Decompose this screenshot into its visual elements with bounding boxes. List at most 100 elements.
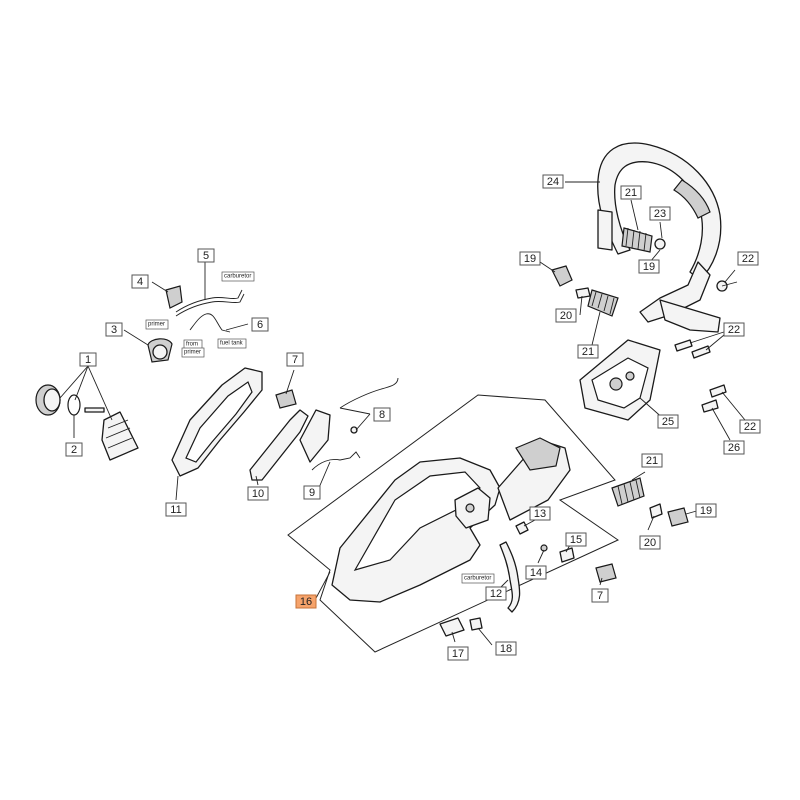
fuel-hoses-part [151,262,249,333]
tag-from-label: from [186,342,198,348]
antivibration-set-lower [611,471,701,531]
callout-22c-label: 22 [744,421,756,433]
callout-1-label: 1 [85,354,91,366]
callout-21a-label: 21 [625,187,637,199]
callout-22c: 22 [739,419,761,434]
callout-7b-label: 7 [597,590,603,602]
callout-2: 2 [65,442,83,457]
callout-16-label: 16 [300,596,312,608]
callout-24-label: 24 [547,176,559,188]
callout-12-label: 12 [490,588,502,600]
antivibration-set-left [539,261,619,346]
callout-16-highlight [295,594,317,609]
tag-fuel-tank-label: fuel tank [220,341,244,347]
callout-5-label: 5 [203,250,209,262]
tag-carburetor-hose-label: carburetor [464,576,491,582]
callout-8: 8 [373,407,391,422]
lever-set-part [299,377,399,463]
callout-9: 9 [303,485,321,500]
callout-7a: 7 [286,352,304,367]
callout-9-label: 9 [309,487,315,499]
callout-19a-label: 19 [524,253,536,265]
tag-from-primer: from [183,339,203,350]
callout-3-label: 3 [111,324,117,336]
callout-7a-label: 7 [292,354,298,366]
fuel-filter-part [439,617,493,646]
callout-21b-label: 21 [582,346,594,358]
callout-4-label: 4 [137,276,143,288]
screws-part [674,329,746,441]
callout-19b-label: 19 [643,261,655,273]
callout-15-label: 15 [570,534,582,546]
callout-19b: 19 [638,259,660,274]
callout-10: 10 [247,486,269,501]
callout-20a: 20 [555,308,577,323]
handle-spring-part [621,199,666,263]
callout-4: 4 [131,274,149,289]
primer-bulb-part [123,329,173,363]
callout-7b: 7 [591,588,609,603]
spring-part [311,451,361,491]
callout-19c-label: 19 [700,505,712,517]
callout-13: 13 [529,506,551,521]
callout-5: 5 [197,248,215,263]
callout-26-label: 26 [728,442,740,454]
tag-primer-b-label: primer [184,350,201,356]
callout-14: 14 [525,565,547,580]
callout-20a-label: 20 [560,310,572,322]
tag-carburetor-hose: carburetor [461,573,495,584]
callout-23: 23 [649,206,671,221]
callout-19c: 19 [695,503,717,518]
callout-17-label: 17 [452,648,464,660]
callout-11-label: 11 [170,504,181,516]
callout-20b-label: 20 [644,537,656,549]
callout-21c: 21 [641,453,663,468]
callout-8-label: 8 [379,409,385,421]
callout-17: 17 [447,646,469,661]
callout-16: 16 [295,594,317,609]
tag-fuel-tank: fuel tank [217,338,247,349]
handle-cover-part [171,367,263,501]
throttle-lever-part [249,409,309,486]
text-tags: carburetor primer from primer fuel tank … [145,271,495,584]
callout-3: 3 [105,322,123,337]
small-fittings-part [497,519,575,613]
callout-10-label: 10 [252,488,264,500]
callout-23-label: 23 [654,208,666,220]
callout-24: 24 [542,174,564,189]
fuel-cap-part [35,365,139,461]
tag-primer-b: primer [181,347,205,358]
callout-26: 26 [723,440,745,455]
callout-12: 12 [485,586,507,601]
callout-25: 25 [657,414,679,429]
callout-6-label: 6 [257,319,263,331]
grommet-part-right [595,563,617,586]
callout-20b: 20 [639,535,661,550]
callout-22b: 22 [723,322,745,337]
callouts: 1 2 3 4 5 6 7 7 8 9 10 11 12 13 14 15 16… [65,174,761,661]
callout-2-label: 2 [71,444,77,456]
callout-18-label: 18 [500,643,512,655]
callout-22a: 22 [737,251,759,266]
callout-6: 6 [251,317,269,332]
callout-21b: 21 [577,344,599,359]
tag-carburetor-top-label: carburetor [224,274,251,280]
callout-22b-label: 22 [728,324,740,336]
callout-19a: 19 [519,251,541,266]
callout-18: 18 [495,641,517,656]
bracket-part [579,339,666,421]
tag-carburetor-top: carburetor [221,271,255,282]
callout-22a-label: 22 [742,253,754,265]
callout-14-label: 14 [530,567,542,579]
callout-15: 15 [565,532,587,547]
rear-handle-fuel-tank-part [314,437,571,603]
tag-primer-a: primer [145,319,169,330]
assembly-group-frame [287,394,620,653]
screw-part [716,269,738,292]
callout-11: 11 [165,502,187,517]
tag-primer-a-label: primer [148,322,165,328]
callout-13-label: 13 [534,508,546,520]
callout-25-label: 25 [662,416,674,428]
callout-21a: 21 [620,185,642,200]
